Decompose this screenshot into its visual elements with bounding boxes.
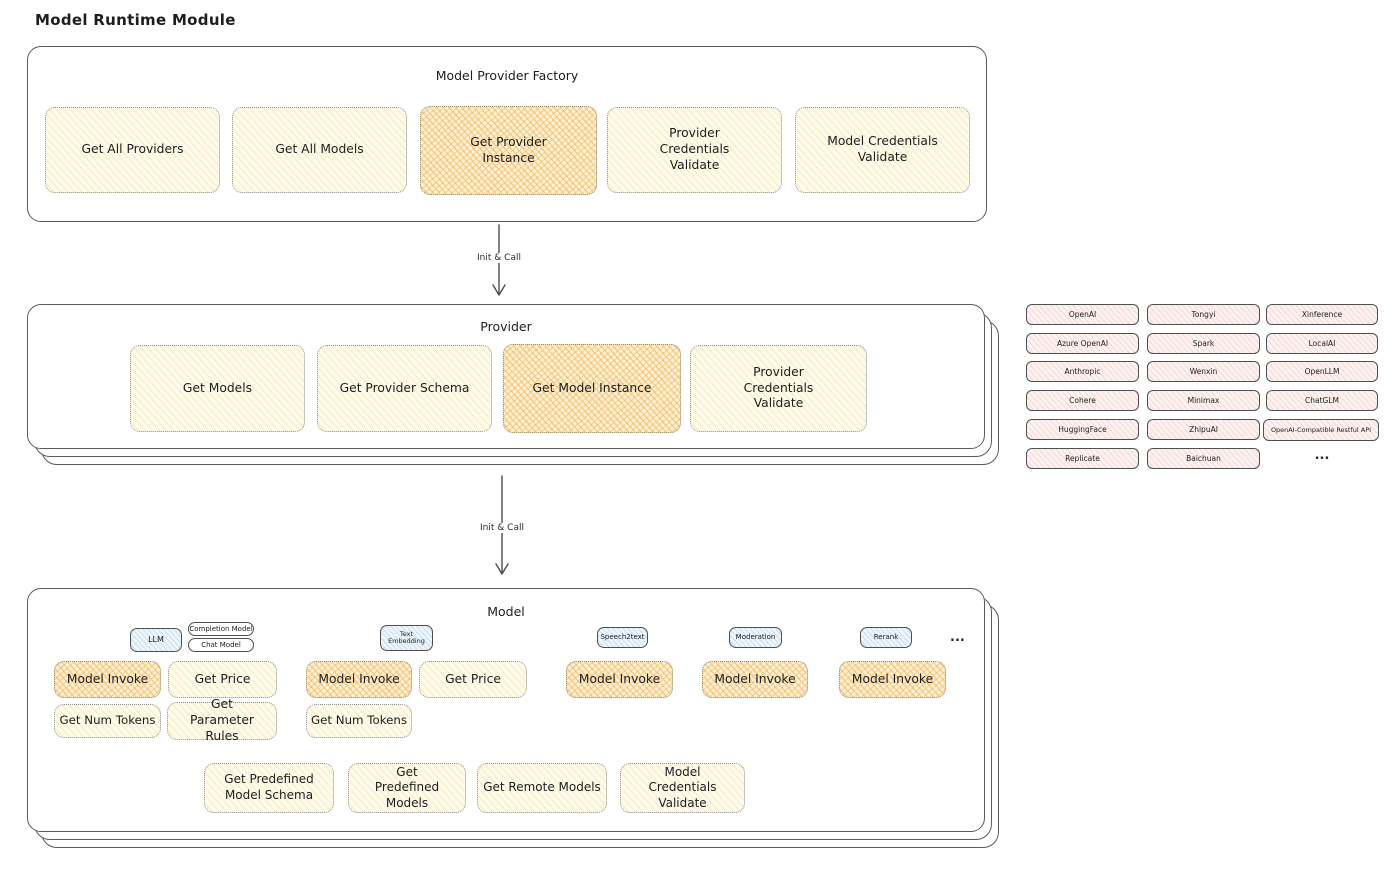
model-box-get-remote-models: Get Remote Models xyxy=(477,763,607,813)
provider-chip-localai: LocalAI xyxy=(1266,333,1378,354)
provider-chip-huggingface: HuggingFace xyxy=(1026,419,1139,440)
provider-box-get-provider-schema: Get Provider Schema xyxy=(317,345,492,432)
model-tag-text-embedding: Text Embedding xyxy=(380,625,433,651)
provider-chip-tongyi: Tongyi xyxy=(1147,304,1260,325)
provider-title: Provider xyxy=(480,319,532,334)
provider-chip-chatglm: ChatGLM xyxy=(1266,390,1378,411)
llm-get-num-tokens-box: Get Num Tokens xyxy=(54,704,161,738)
provider-chip-minimax: Minimax xyxy=(1147,390,1260,411)
model-tag-moderation: Moderation xyxy=(729,627,782,648)
factory-box-get-provider-instance: Get Provider Instance xyxy=(420,106,597,195)
arrow-label-init-call-1: Init & Call xyxy=(473,253,525,263)
speech2text-model-invoke-box: Model Invoke xyxy=(566,661,673,698)
model-tags-more: ... xyxy=(950,630,965,645)
provider-chip-azure-openai: Azure OpenAI xyxy=(1026,333,1139,354)
llm-get-price-box: Get Price xyxy=(168,661,277,698)
page-title: Model Runtime Module xyxy=(35,11,236,29)
provider-chip-replicate: Replicate xyxy=(1026,448,1139,469)
provider-chips-more: ... xyxy=(1314,448,1330,463)
model-tag-llm: LLM xyxy=(130,628,182,652)
moderation-model-invoke-box: Model Invoke xyxy=(702,661,808,698)
factory-box-provider-credentials-validate: Provider Credentials Validate xyxy=(607,107,782,193)
model-tag-speech2text: Speech2text xyxy=(597,627,648,648)
provider-box-provider-credentials-validate: Provider Credentials Validate xyxy=(690,345,867,432)
factory-box-model-credentials-validate: Model Credentials Validate xyxy=(795,107,970,193)
text-embedding-get-price-box: Get Price xyxy=(419,661,527,698)
provider-chip-cohere: Cohere xyxy=(1026,390,1139,411)
text-embedding-model-invoke-box: Model Invoke xyxy=(306,661,412,698)
factory-box-get-all-providers: Get All Providers xyxy=(45,107,220,193)
model-tag-rerank: Rerank xyxy=(860,627,912,648)
llm-get-parameter-rules-box: Get Parameter Rules xyxy=(167,697,277,743)
arrow-label-init-call-2: Init & Call xyxy=(476,523,528,533)
arrow-factory-to-provider-icon xyxy=(492,224,506,296)
model-title: Model xyxy=(487,604,525,619)
model-box-get-predefined-models: Get Predefined Models xyxy=(348,763,466,813)
provider-box-get-model-instance: Get Model Instance xyxy=(503,344,681,433)
provider-chip-openllm: OpenLLM xyxy=(1266,361,1378,382)
provider-chip-baichuan: Baichuan xyxy=(1147,448,1260,469)
provider-chip-anthropic: Anthropic xyxy=(1026,361,1139,382)
provider-box-get-models: Get Models xyxy=(130,345,305,432)
text-embedding-get-num-tokens-box: Get Num Tokens xyxy=(306,704,412,738)
provider-chip-xinference: Xinference xyxy=(1266,304,1378,325)
llm-model-invoke-box: Model Invoke xyxy=(54,661,161,698)
factory-title: Model Provider Factory xyxy=(435,68,579,83)
provider-chip-openai: OpenAI xyxy=(1026,304,1139,325)
provider-chip-openai-compatible-restful-api: OpenAI-Compatible Restful API xyxy=(1263,419,1379,441)
model-box-get-predefined-model-schema: Get Predefined Model Schema xyxy=(204,763,334,813)
model-tag-completion-model: Completion Model xyxy=(188,622,254,636)
provider-chip-zhipuai: ZhipuAI xyxy=(1147,419,1260,440)
model-tag-chat-model: Chat Model xyxy=(188,638,254,652)
provider-chip-wenxin: Wenxin xyxy=(1147,361,1260,382)
factory-box-get-all-models: Get All Models xyxy=(232,107,407,193)
rerank-model-invoke-box: Model Invoke xyxy=(839,661,946,698)
provider-chip-spark: Spark xyxy=(1147,333,1260,354)
model-box-model-credentials-validate: Model Credentials Validate xyxy=(620,763,745,813)
